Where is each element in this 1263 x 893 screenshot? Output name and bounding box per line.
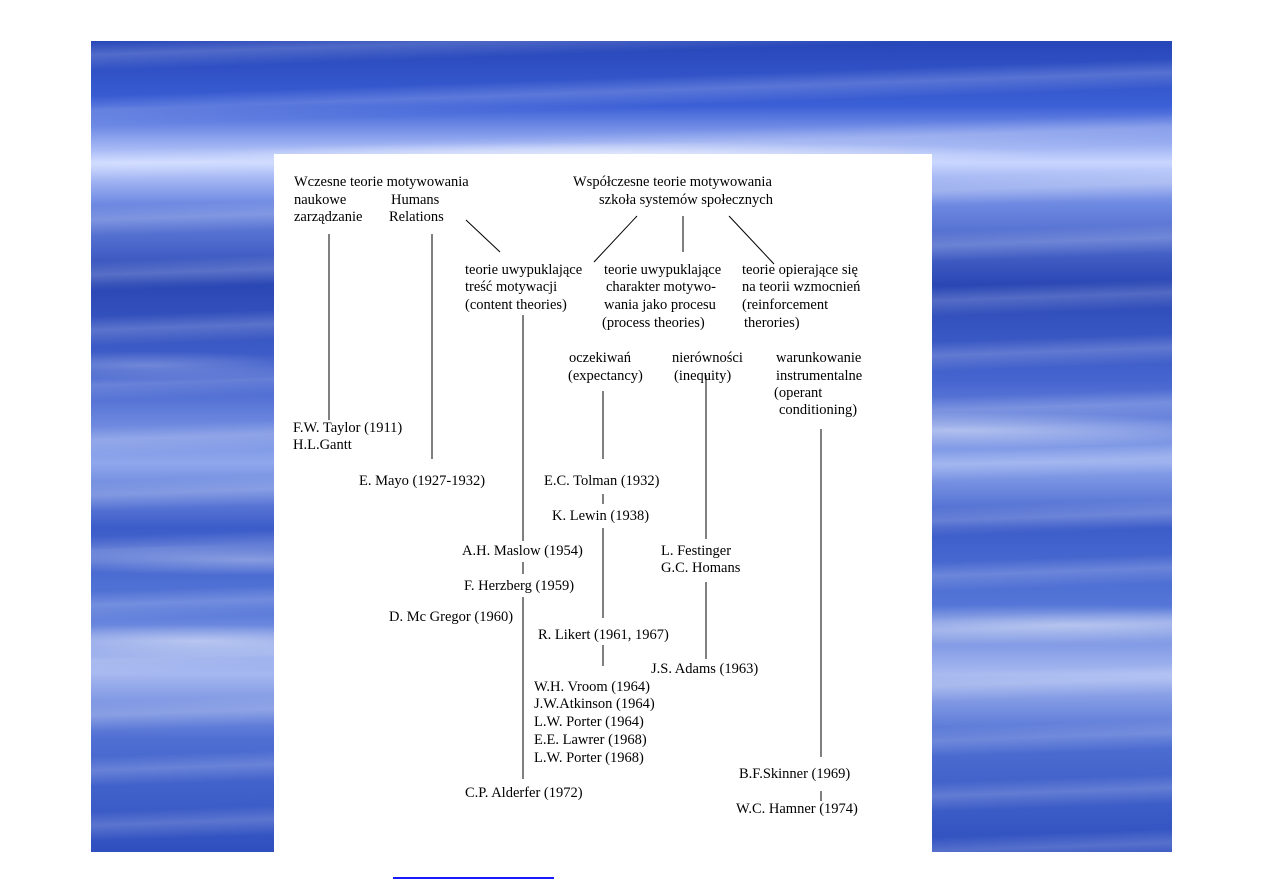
reinforcement-theories-2: na teorii wzmocnień [742, 279, 861, 295]
mcgregor-label: D. Mc Gregor (1960) [389, 609, 513, 625]
expectancy-label-1: oczekiwań [569, 350, 632, 366]
operant-label-3: (operant [774, 385, 822, 401]
taylor-label: F.W. Taylor (1911) [293, 420, 402, 436]
content-theories-3: (content theories) [465, 297, 567, 313]
hyperlink-underline[interactable] [393, 877, 554, 879]
reinforcement-theories-3: (reinforcement [742, 297, 828, 313]
content-theories-2: treść motywacji [465, 279, 557, 295]
porter-1964-label: L.W. Porter (1964) [534, 714, 644, 730]
gantt-label: H.L.Gantt [293, 437, 352, 453]
scientific-management-label: naukowe [294, 192, 346, 208]
social-systems-school: szkoła systemów społecznych [599, 192, 774, 208]
line-mod-to-content [593, 215, 638, 263]
process-theories-3: wania jako procesu [604, 297, 716, 313]
content-theories-1: teorie uwypuklające [465, 262, 582, 278]
human-relations-label-2: Relations [389, 209, 444, 225]
diagram-panel: Wczesne teorie motywowania naukowe zarzą… [274, 154, 932, 852]
lawrer-label: E.E. Lawrer (1968) [534, 732, 647, 748]
early-theories-title: Wczesne teorie motywowania [294, 174, 469, 190]
porter-1968-label: L.W. Porter (1968) [534, 750, 644, 766]
operant-label-4: conditioning) [779, 402, 857, 418]
herzberg-label: F. Herzberg (1959) [464, 578, 574, 594]
reinforcement-theories-1: teorie opierające się [742, 262, 858, 278]
atkinson-label: J.W.Atkinson (1964) [534, 696, 655, 712]
tolman-label: E.C. Tolman (1932) [544, 473, 660, 489]
maslow-label: A.H. Maslow (1954) [462, 543, 583, 559]
adams-label: J.S. Adams (1963) [651, 661, 758, 677]
operant-label-2: instrumentalne [776, 368, 862, 384]
line-hr-to-content [465, 219, 501, 253]
process-theories-1: teorie uwypuklające [604, 262, 721, 278]
lewin-label: K. Lewin (1938) [552, 508, 649, 524]
skinner-label: B.F.Skinner (1969) [739, 766, 850, 782]
inequity-label-1: nierówności [672, 350, 743, 366]
festinger-label: L. Festinger [661, 543, 731, 559]
process-theories-4: (process theories) [602, 315, 705, 331]
reinforcement-theories-4: therories) [744, 315, 800, 331]
human-relations-label: Humans [391, 192, 440, 208]
line-mod-to-reinforcement [728, 215, 775, 265]
hamner-label: W.C. Hamner (1974) [736, 801, 858, 817]
mayo-label: E. Mayo (1927-1932) [359, 473, 485, 489]
alderfer-label: C.P. Alderfer (1972) [465, 785, 583, 801]
operant-label-1: warunkowanie [776, 350, 861, 366]
modern-theories-title: Współczesne teorie motywowania [573, 174, 772, 190]
likert-label: R. Likert (1961, 1967) [538, 627, 669, 643]
homans-label: G.C. Homans [661, 560, 741, 576]
inequity-label-2: (inequity) [674, 368, 731, 384]
process-theories-2: charakter motywo- [606, 279, 716, 295]
vroom-label: W.H. Vroom (1964) [534, 679, 650, 695]
motivation-theories-diagram: Wczesne teorie motywowania naukowe zarzą… [293, 174, 862, 817]
expectancy-label-2: (expectancy) [568, 368, 643, 384]
scientific-management-label-2: zarządzanie [294, 209, 362, 225]
